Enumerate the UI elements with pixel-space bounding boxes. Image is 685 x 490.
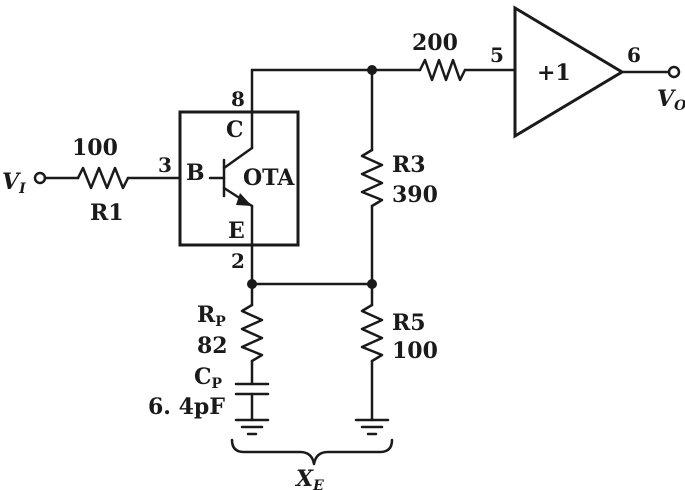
xe-label: XE bbox=[294, 466, 324, 490]
input-label: VI bbox=[2, 169, 26, 197]
r200-resistor bbox=[418, 58, 467, 82]
ota-name: OTA bbox=[243, 165, 295, 191]
rp-value: 82 bbox=[197, 333, 228, 359]
r3-value: 390 bbox=[392, 182, 438, 208]
cp-name: CP bbox=[194, 364, 223, 392]
input-terminal bbox=[33, 171, 47, 185]
r3-resistor bbox=[360, 148, 384, 208]
r3-name: R3 bbox=[392, 152, 426, 178]
buffer-pin-in-number: 5 bbox=[490, 43, 504, 67]
buffer-pin-out-number: 6 bbox=[627, 43, 641, 67]
ota-c-label: C bbox=[226, 117, 244, 143]
r5-resistor bbox=[360, 303, 384, 363]
ota-pin-e-number: 2 bbox=[231, 249, 245, 273]
ota-pin-c-number: 8 bbox=[231, 87, 245, 111]
xe-brace bbox=[230, 438, 394, 466]
ota-emitter-arrow bbox=[236, 193, 252, 206]
output-label: VO bbox=[657, 86, 685, 114]
r5-name: R5 bbox=[392, 310, 426, 336]
output-terminal bbox=[667, 65, 681, 79]
rp-resistor bbox=[240, 303, 264, 363]
ota-collector-lead bbox=[222, 146, 254, 170]
buffer-label: +1 bbox=[537, 60, 571, 86]
r1-value: 100 bbox=[72, 135, 118, 161]
r1-resistor bbox=[76, 166, 130, 190]
rp-name: RP bbox=[197, 302, 226, 330]
ota-pin-b-number: 3 bbox=[158, 153, 172, 177]
ota-box bbox=[178, 110, 300, 247]
cp-value: 6. 4pF bbox=[148, 394, 225, 420]
ota-e-label: E bbox=[228, 218, 245, 244]
r200-value: 200 bbox=[412, 30, 458, 56]
buffer-triangle bbox=[513, 5, 625, 139]
ota-b-label: B bbox=[186, 160, 205, 186]
r1-name: R1 bbox=[90, 200, 124, 226]
r5-value: 100 bbox=[392, 338, 438, 364]
